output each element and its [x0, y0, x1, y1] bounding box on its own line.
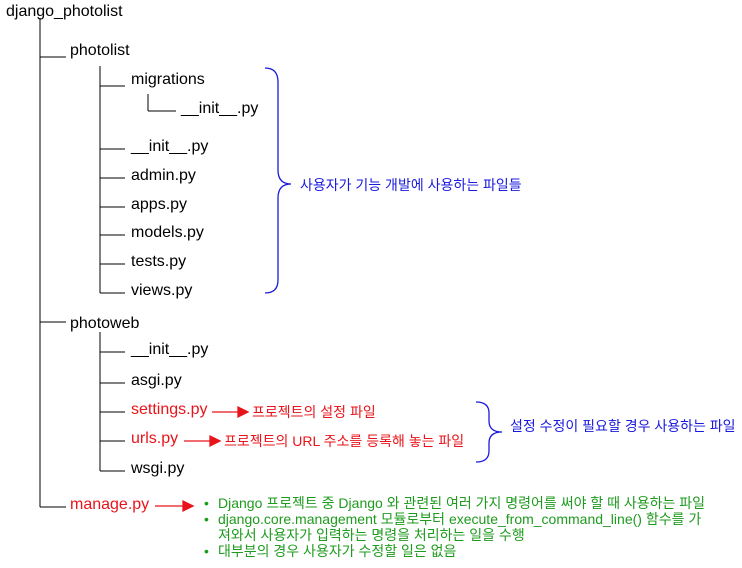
settings-file: settings.py [131, 401, 208, 418]
photoweb-folder: photoweb [70, 315, 140, 332]
views-file: views.py [131, 282, 193, 299]
settings-note: 프로젝트의 설정 파일 [252, 404, 376, 420]
bullet-icon: • [204, 495, 209, 511]
admin-file: admin.py [131, 167, 196, 184]
apps-file: apps.py [131, 196, 188, 213]
settings-arrow-head [237, 405, 250, 419]
manage-note-text: 져와서 사용자가 입력하는 명령을 처리하는 일을 수행 [218, 527, 525, 543]
manage-note-item: 져와서 사용자가 입력하는 명령을 처리하는 일을 수행 [200, 527, 705, 543]
urls-arrow-head [209, 434, 222, 448]
migrations-folder: migrations [131, 71, 205, 88]
tests-file: tests.py [131, 253, 187, 270]
manage-note-text: Django 프로젝트 중 Django 와 관련된 여러 가지 명령어를 써야… [218, 495, 706, 511]
settings-urls-brace [475, 401, 503, 463]
photolist-brace [264, 67, 292, 294]
manage-arrow-head [182, 499, 195, 513]
urls-note: 프로젝트의 URL 주소를 등록해 놓는 파일 [224, 433, 465, 449]
urls-file: urls.py [131, 430, 179, 447]
root-label: django_photolist [6, 3, 123, 20]
settings-urls-brace-note: 설정 수정이 필요할 경우 사용하는 파일 [510, 418, 736, 434]
manage-file: manage.py [70, 496, 150, 513]
manage-note-item: • django.core.management 모듈로부터 execute_fr… [200, 511, 705, 527]
photolist-folder: photolist [70, 42, 130, 59]
bullet-icon: • [204, 543, 209, 559]
migrations-init-file: __init__.py [181, 100, 259, 117]
wsgi-file: wsgi.py [131, 460, 185, 477]
manage-notes: • Django 프로젝트 중 Django 와 관련된 여러 가지 명령어를 써… [200, 495, 705, 559]
asgi-file: asgi.py [131, 372, 182, 389]
photoweb-init-file: __init__.py [131, 341, 209, 358]
manage-note-text: 대부분의 경우 사용자가 수정할 일은 없음 [218, 543, 457, 559]
photolist-brace-note: 사용자가 기능 개발에 사용하는 파일들 [300, 177, 522, 193]
models-file: models.py [131, 224, 204, 241]
manage-note-item: • 대부분의 경우 사용자가 수정할 일은 없음 [200, 543, 705, 559]
bullet-icon: • [204, 511, 209, 527]
manage-note-item: • Django 프로젝트 중 Django 와 관련된 여러 가지 명령어를 써… [200, 495, 705, 511]
photolist-init-file: __init__.py [131, 138, 209, 155]
manage-note-text: django.core.management 모듈로부터 execute_fro… [218, 511, 702, 527]
